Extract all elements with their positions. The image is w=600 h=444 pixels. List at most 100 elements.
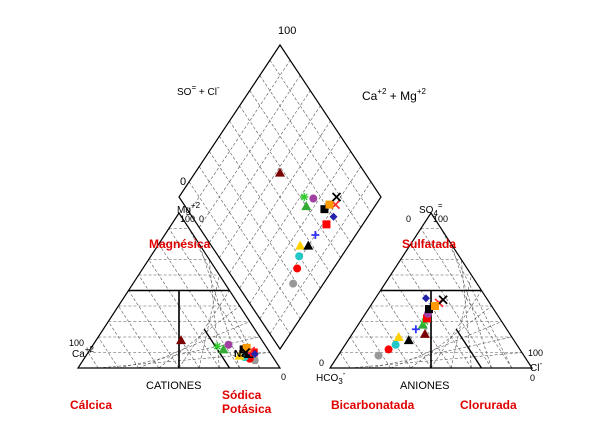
ca-axis-label: Ca+2 (72, 345, 94, 360)
diamond-left-zero-tick: 0 (180, 176, 186, 188)
so4-tick-0: 0 (406, 214, 411, 224)
anion-triangle-grid-b (370, 336, 512, 369)
diamond-grid-a (188, 181, 291, 334)
diamond-grid-b (209, 90, 311, 243)
cation-point-16 (241, 347, 251, 358)
grid-lines (87, 60, 522, 369)
plot-frames (76, 43, 534, 369)
mg-tick-100: 100 (180, 214, 195, 224)
diamond-point-2 (289, 279, 298, 288)
so4-cl-axis-label: SO= + Cl- (177, 83, 220, 98)
hco3-tick-0: 0 (319, 358, 324, 368)
ca-mg-axis-label: Ca+2 + Mg+2 (362, 87, 427, 103)
cations-title: CATIONES (146, 380, 201, 392)
cation-triangle-grid-a (148, 259, 220, 369)
diamond-point-9 (300, 193, 309, 201)
cation-triangle-grid-b (118, 336, 260, 369)
anion-point-2 (374, 351, 383, 360)
class-clorurada: Clorurada (460, 398, 517, 412)
mg-axis-label: Mg+2 (177, 201, 201, 216)
anion-point-5 (393, 332, 404, 341)
cation-point-11 (224, 340, 233, 349)
cation-triangle-grid-b (209, 259, 220, 369)
diamond-grid-b (259, 166, 362, 319)
anion-triangle-grid-b (461, 259, 472, 369)
hco3-axis-label: HCO3- (316, 369, 346, 386)
diamond-point-10 (322, 220, 331, 229)
diamond-point-16 (331, 192, 342, 202)
cation-base-tick-0: 0 (281, 372, 286, 382)
anion-zone-right (455, 328, 483, 369)
diamond-grid-a (239, 105, 341, 258)
diamond-grid-b (269, 181, 372, 334)
anion-point-12 (424, 305, 433, 314)
diamond-top-tick: 100 (278, 25, 296, 37)
diamond-grid-b (229, 120, 331, 274)
anion-triangle-grid-a (420, 228, 513, 369)
anion-point-7 (411, 325, 420, 334)
diamond-grid-a (209, 151, 311, 304)
anion-point-15 (431, 302, 440, 310)
aniones-title: ANIONES (400, 380, 450, 392)
cation-triangle-grid-b (198, 243, 240, 369)
anion-triangle-grid-b (350, 352, 522, 369)
cation-point-15 (242, 343, 251, 352)
diamond-point-11 (309, 194, 318, 203)
anion-triangle-grid-a (370, 305, 412, 369)
anion-point-1 (419, 328, 430, 338)
cl-tick-100: 100 (528, 348, 543, 358)
diamond-grid-a (269, 60, 372, 213)
anion-triangle-grid-a (339, 352, 351, 369)
diamond-point-12 (320, 205, 329, 214)
class-potasica: Potásica (222, 402, 272, 416)
diamond-grid-b (239, 136, 341, 289)
diamond-grid-b (249, 151, 351, 304)
diamond-point-1 (275, 167, 285, 177)
diamond-frame (178, 43, 382, 351)
diamond-point-5 (295, 240, 306, 250)
anion-triangle-grid-b (440, 228, 513, 369)
anion-point-10 (422, 314, 431, 323)
anion-point-14 (421, 294, 430, 303)
diamond-point-14 (329, 212, 338, 221)
anion-triangle-grid-a (400, 259, 472, 369)
so4-tick-100: 100 (433, 214, 448, 224)
na-axis-label: Na (234, 349, 247, 360)
cl-tick-0: 0 (530, 373, 535, 383)
ca-tick-100: 100 (69, 338, 84, 348)
diamond-point-3 (293, 264, 302, 273)
diamond-point-6 (303, 240, 314, 250)
cation-triangle-grid-a (87, 352, 99, 369)
diamond-grid-a (259, 75, 362, 228)
class-bicarbonatada: Bicarbonatada (331, 398, 415, 412)
cation-point-1 (176, 335, 187, 345)
cation-triangle-grid-a (97, 336, 119, 369)
data-points (176, 167, 448, 365)
cation-triangle-grid-b (98, 352, 270, 369)
class-calcica: Cálcica (70, 398, 112, 412)
cation-triangle-grid-a (128, 290, 180, 369)
diamond-point-15 (325, 200, 334, 209)
class-magnesica: Magnésica (149, 237, 211, 251)
cation-triangle-grid-a (118, 305, 160, 369)
diamond-grid-b (188, 60, 291, 213)
anion-triangle-grid-a (360, 321, 391, 369)
class-sulfatada: Sulfatada (402, 237, 456, 251)
cl-axis-label: Cl- (530, 359, 542, 374)
anion-point-3 (384, 345, 393, 354)
anion-point-6 (403, 335, 414, 345)
diamond-grid-a (249, 90, 351, 243)
diamond-point-7 (311, 231, 320, 239)
anion-triangle-grid-a (349, 336, 371, 369)
class-sodica: Sódica (222, 388, 262, 402)
diamond-point-8 (301, 201, 312, 211)
anion-point-16 (438, 295, 448, 305)
cation-point-5 (234, 350, 245, 360)
cation-point-9 (213, 342, 222, 351)
mg-tick-0: 0 (199, 214, 204, 224)
cation-point-8 (218, 344, 229, 354)
cation-point-14 (250, 350, 259, 359)
anion-triangle-grid-b (450, 243, 492, 369)
anion-triangle-grid-a (380, 290, 432, 369)
